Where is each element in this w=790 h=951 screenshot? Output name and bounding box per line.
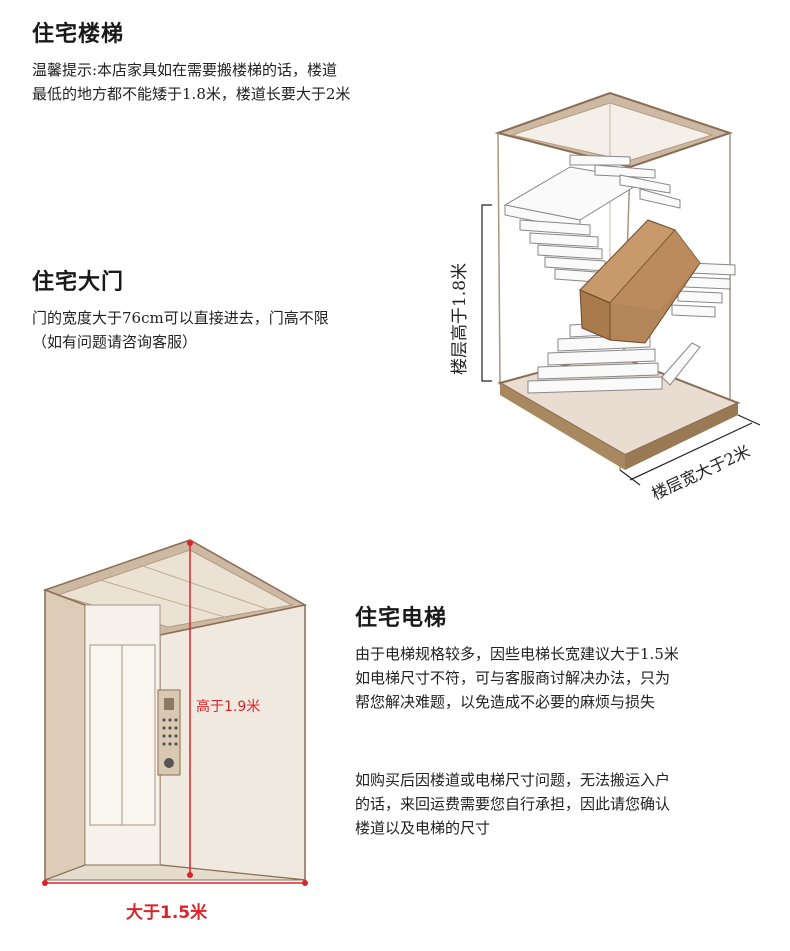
- stairs-tip-line-1: 温馨提示:本店家具如在需要搬楼梯的话，楼道: [32, 61, 338, 79]
- door-title: 住宅大门: [32, 270, 125, 295]
- door-tip-line-2: （如有问题请咨询客服）: [32, 333, 198, 351]
- shipping-notice: 如购买后因楼道或电梯尺寸问题，无法搬运入户 的话，来回运费需要您自行承担，因此请…: [355, 768, 670, 840]
- stairwell-illustration: 楼层高于1.8米 楼层宽大于2米: [450, 91, 761, 504]
- stairs-title: 住宅楼梯: [32, 22, 125, 47]
- notice-line-3: 楼道以及电梯的尺寸: [355, 819, 491, 837]
- stairwell-height-label: 楼层高于1.8米: [450, 263, 470, 375]
- door-tip-line-1: 门的宽度大于76cm可以直接进去，门高不限: [32, 309, 329, 327]
- elevator-width-label: 大于1.5米: [126, 903, 208, 923]
- elevator-tip-line-2: 如电梯尺寸不符，可与客服商讨解决办法，只为: [355, 669, 671, 687]
- stairs-tip: 温馨提示:本店家具如在需要搬楼梯的话，楼道 最低的地方都不能矮于1.8米，楼道长…: [32, 58, 350, 106]
- stairs-tip-line-2: 最低的地方都不能矮于1.8米，楼道长要大于2米: [32, 85, 351, 103]
- elevator-tip-line-1: 由于电梯规格较多，因些电梯长宽建议大于1.5米: [355, 645, 679, 663]
- elevator-height-label: 高于1.9米: [196, 698, 260, 715]
- elevator-illustration: 高于1.9米: [42, 539, 308, 886]
- elevator-title: 住宅电梯: [355, 606, 448, 631]
- elevator-tip: 由于电梯规格较多，因些电梯长宽建议大于1.5米 如电梯尺寸不符，可与客服商讨解决…: [355, 642, 679, 714]
- door-tip: 门的宽度大于76cm可以直接进去，门高不限 （如有问题请咨询客服）: [32, 306, 329, 354]
- elevator-tip-line-3: 帮您解决难题，以免造成不必要的麻烦与损失: [355, 693, 656, 711]
- notice-line-1: 如购买后因楼道或电梯尺寸问题，无法搬运入户: [355, 771, 671, 789]
- notice-line-2: 的话，来回运费需要您自行承担，因此请您确认: [355, 795, 671, 813]
